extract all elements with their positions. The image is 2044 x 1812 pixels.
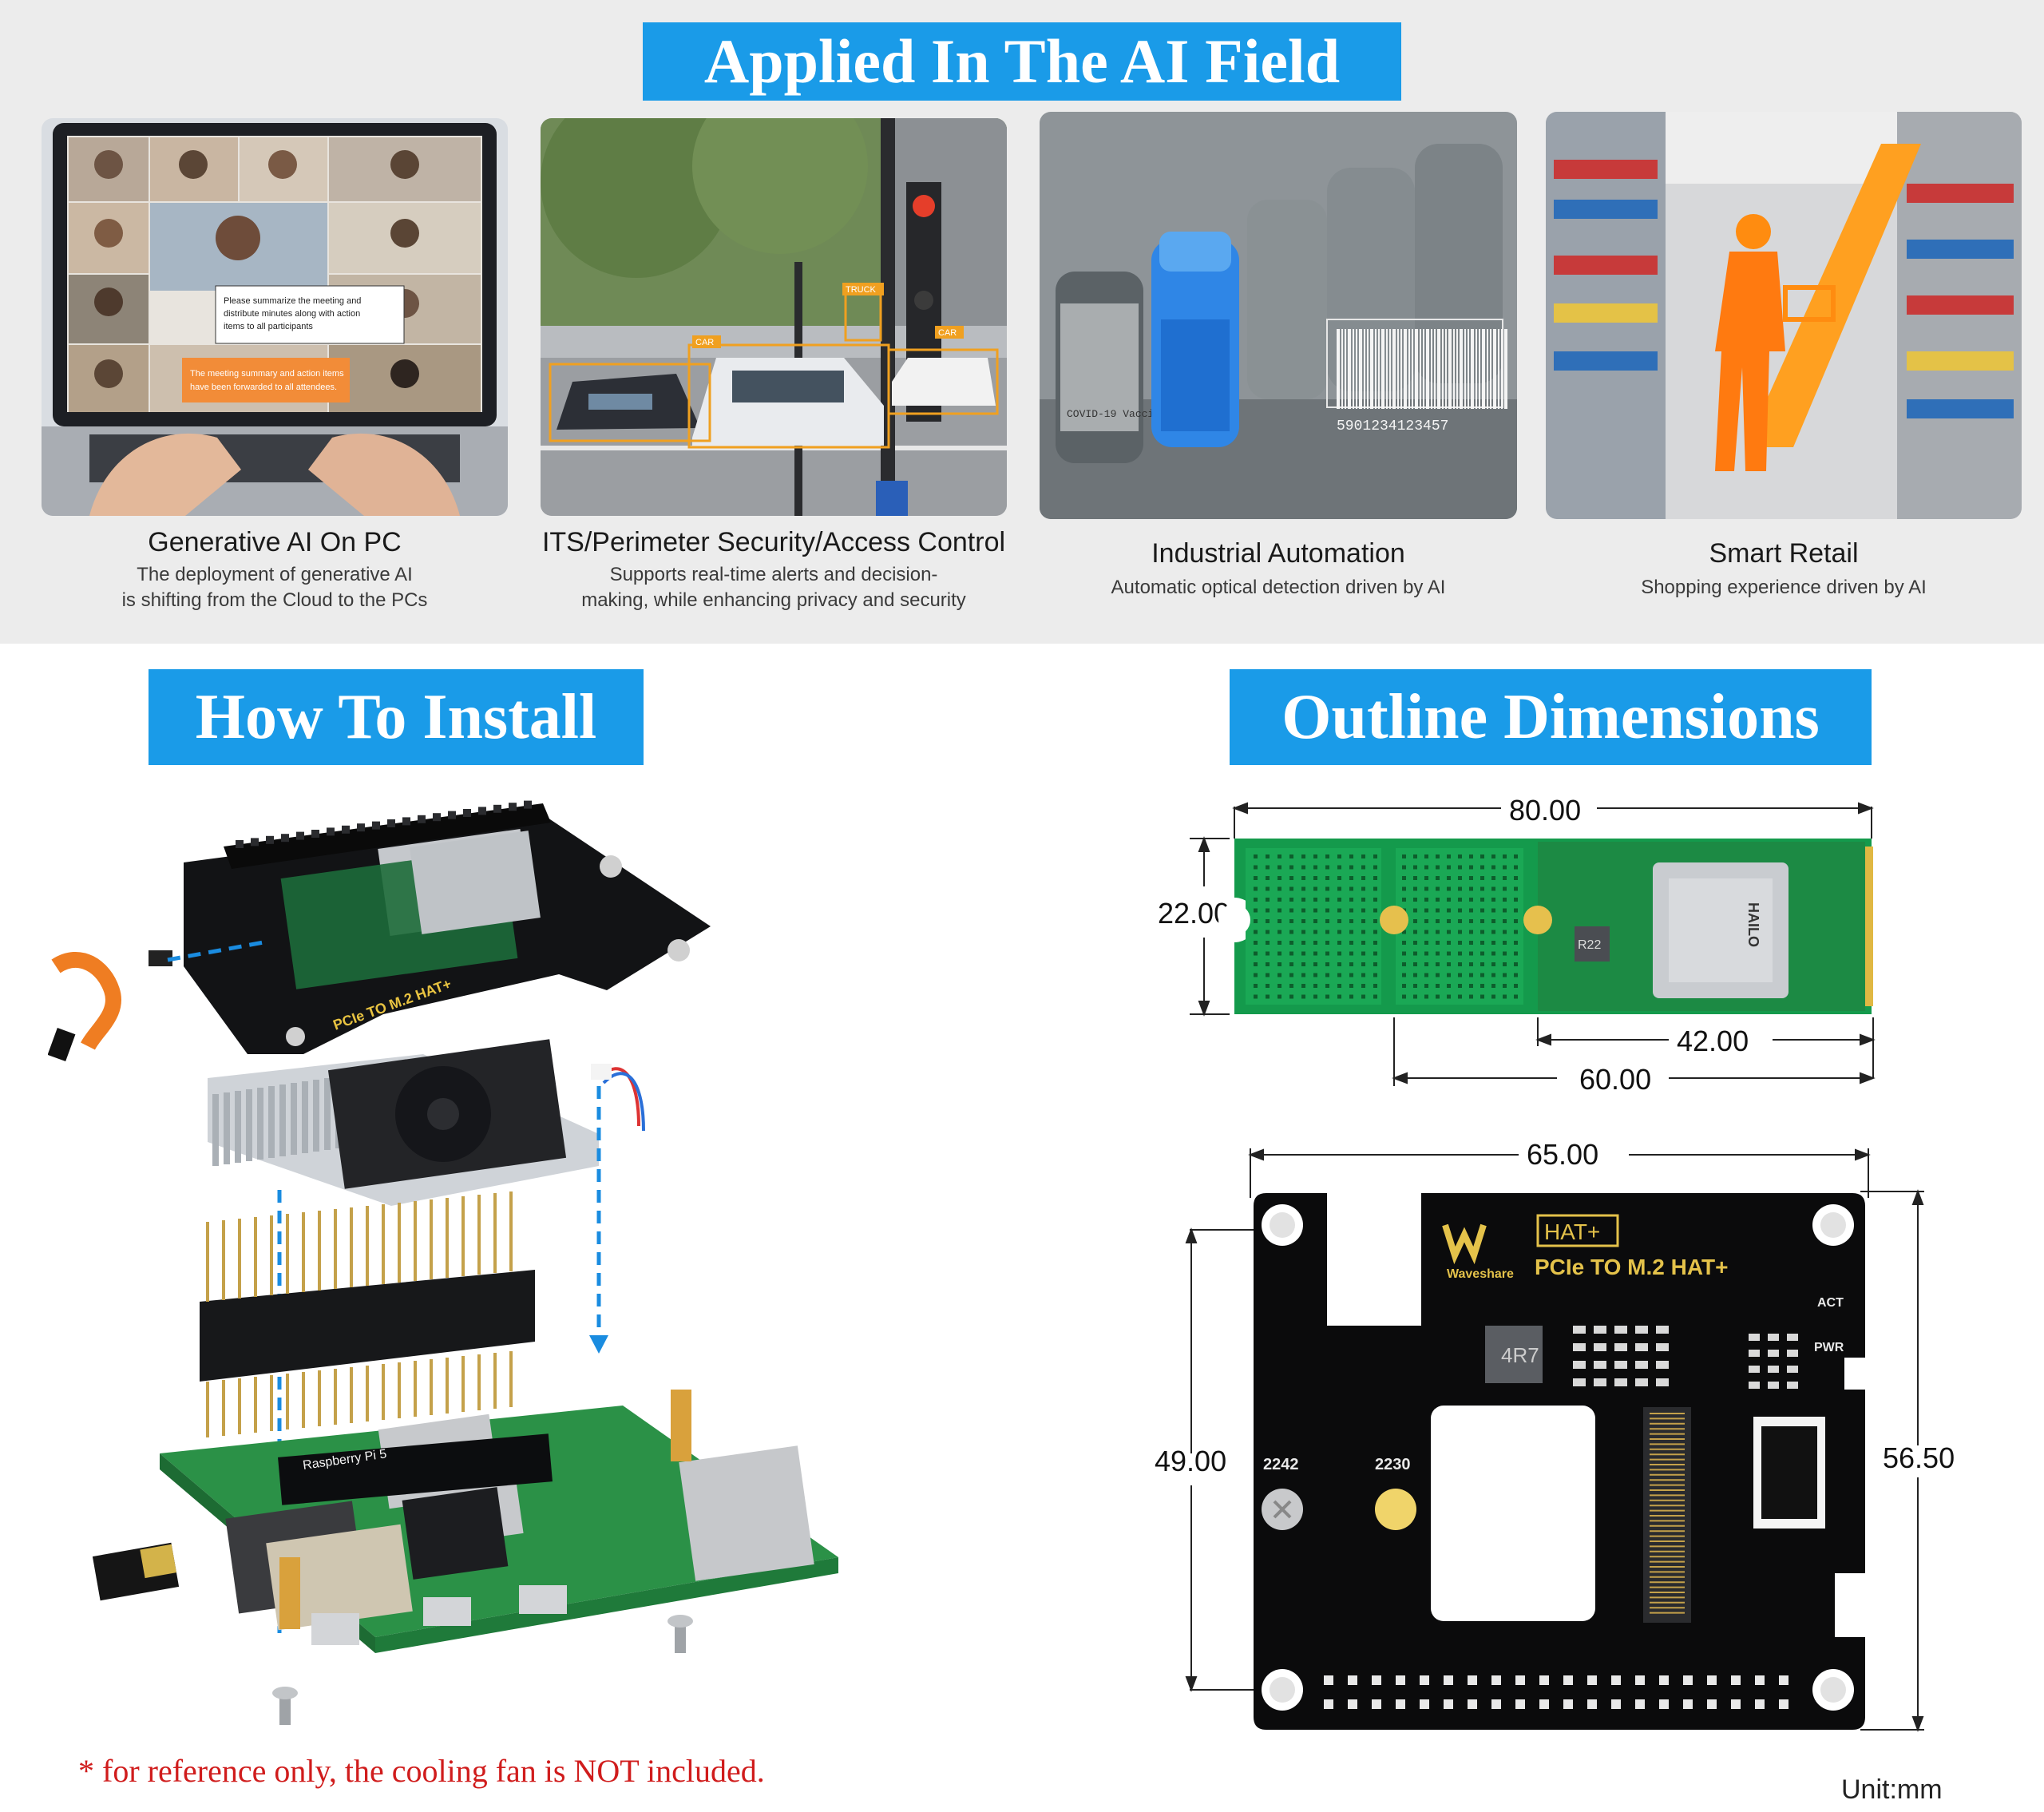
gold-fingers xyxy=(1865,847,1873,1006)
detect-box xyxy=(887,348,999,415)
cutout xyxy=(1431,1406,1595,1621)
detect-tag: CAR xyxy=(695,338,714,347)
install-diagram: PCIe TO M.2 HAT+ Raspberry Pi xyxy=(48,800,838,1725)
inductor xyxy=(1485,1326,1543,1383)
install-banner: How To Install xyxy=(149,669,644,765)
hat-badge: HAT+ xyxy=(1544,1219,1600,1244)
card-title-generative-ai: Generative AI On PC xyxy=(148,527,402,557)
card-desc-security: Supports real-time alerts and decision- … xyxy=(529,562,1019,613)
micro-hdmi-port xyxy=(423,1597,471,1626)
detect-box xyxy=(549,363,711,442)
chat-line-2: distribute minutes along with action xyxy=(224,309,360,319)
inductor-label: R22 xyxy=(1578,938,1601,952)
dim-width: 22.00 xyxy=(1158,897,1230,930)
dimension-lines xyxy=(1185,1148,1924,1732)
mounting-screw xyxy=(667,939,690,962)
brand-text: Waveshare xyxy=(1447,1267,1514,1281)
card-desc-line: Supports real-time alerts and decision- xyxy=(609,564,938,585)
pwr-label: PWR xyxy=(1814,1341,1844,1354)
dim-60: 60.00 xyxy=(1579,1063,1651,1096)
card-desc-line: Shopping experience driven by AI xyxy=(1641,577,1927,598)
hat-board: PCIe TO M.2 HAT+ xyxy=(184,800,711,1054)
card-desc-line: making, while enhancing privacy and secu… xyxy=(581,589,966,611)
ai-field-title: Applied In The AI Field xyxy=(703,26,1341,96)
traffic-security-image: TRUCK CAR CAR xyxy=(541,118,1007,516)
ffc-connector xyxy=(48,1027,76,1062)
pad-grid xyxy=(1396,848,1523,1005)
vial-label: COVID-19 Vaccine xyxy=(1067,408,1167,420)
card-desc-retail: Shopping experience driven by AI xyxy=(1546,575,2022,601)
cable-insert-arrow xyxy=(167,940,264,962)
video-tiles xyxy=(69,137,481,412)
waveshare-logo-icon xyxy=(1442,1223,1487,1265)
ffc-ribbon-cable xyxy=(51,951,121,1051)
outline-banner: Outline Dimensions xyxy=(1230,669,1872,765)
card-desc-generative-ai: The deployment of generative AI is shift… xyxy=(42,562,508,613)
smart-retail-image xyxy=(1546,112,2022,519)
slot-2242-label: 2242 xyxy=(1263,1456,1299,1473)
detect-tag: CAR xyxy=(938,328,957,338)
install-title: How To Install xyxy=(195,682,597,752)
card-title-industrial: Industrial Automation xyxy=(1151,538,1405,569)
ffc-connector xyxy=(149,950,172,966)
dimension-lines xyxy=(1190,802,1876,1086)
dim-length: 80.00 xyxy=(1509,794,1581,827)
chip-brand: HAILO xyxy=(1745,902,1761,947)
act-label: ACT xyxy=(1817,1296,1844,1310)
chat-line-3: items to all participants xyxy=(224,322,313,331)
pad-grid xyxy=(1246,848,1381,1005)
outline-title: Outline Dimensions xyxy=(1281,682,1820,752)
reply-line-1: The meeting summary and action items xyxy=(190,369,344,379)
brass-standoff xyxy=(279,1557,300,1629)
dim-hat-width: 65.00 xyxy=(1527,1138,1598,1171)
stacking-header xyxy=(200,1191,535,1437)
mounting-screw xyxy=(600,855,622,878)
card-desc-line: is shifting from the Cloud to the PCs xyxy=(121,589,428,611)
mounting-hole xyxy=(1375,1489,1416,1530)
chat-line-1: Please summarize the meeting and xyxy=(224,296,361,306)
active-cooler xyxy=(208,1039,645,1206)
card-desc-line: Automatic optical detection driven by AI xyxy=(1111,577,1446,598)
mounting-screw xyxy=(286,1027,305,1046)
dim-42: 42.00 xyxy=(1677,1025,1749,1057)
raspberry-pi-board: Raspberry Pi 5 xyxy=(160,1390,838,1653)
install-note: * for reference only, the cooling fan is… xyxy=(78,1753,765,1789)
card-desc-industrial: Automatic optical detection driven by AI xyxy=(1040,575,1517,601)
slot-2230-label: 2230 xyxy=(1375,1456,1411,1473)
dim-hat-height-right: 56.50 xyxy=(1883,1441,1955,1474)
barcode xyxy=(1337,329,1507,409)
m2-module-drawing: 80.00 22.00 42.00 60.00 HAILO R22 xyxy=(1158,794,1876,1096)
generative-ai-image: Please summarize the meeting and distrib… xyxy=(42,118,508,516)
inductor-label: 4R7 xyxy=(1501,1343,1539,1367)
micro-hdmi-port xyxy=(519,1585,567,1614)
ai-field-banner: Applied In The AI Field xyxy=(643,22,1401,101)
hat-name: PCIe TO M.2 HAT+ xyxy=(1535,1255,1728,1279)
usb-c-port xyxy=(311,1613,359,1645)
ethernet-port xyxy=(679,1445,814,1581)
card-title-security: ITS/Perimeter Security/Access Control xyxy=(541,527,1006,557)
card-title-retail: Smart Retail xyxy=(1709,538,1859,569)
hat-board-drawing: 65.00 49.00 56.50 Waveshare HAT+ PCIe TO… xyxy=(1155,1138,1955,1732)
brass-standoff xyxy=(671,1390,691,1461)
dim-hat-height-left: 49.00 xyxy=(1155,1445,1226,1477)
inductor xyxy=(1575,926,1610,962)
card-desc-line: The deployment of generative AI xyxy=(137,564,413,585)
barcode-number: 5901234123457 xyxy=(1337,418,1448,434)
screw xyxy=(279,1693,291,1725)
industrial-automation-image: COVID-19 Vaccine 5901234123457 xyxy=(1040,112,1517,519)
unit-label: Unit:mm xyxy=(1841,1774,1943,1805)
screw xyxy=(675,1621,686,1653)
detect-tag: TRUCK xyxy=(846,285,877,295)
reply-line-2: have been forwarded to all attendees. xyxy=(190,383,337,392)
